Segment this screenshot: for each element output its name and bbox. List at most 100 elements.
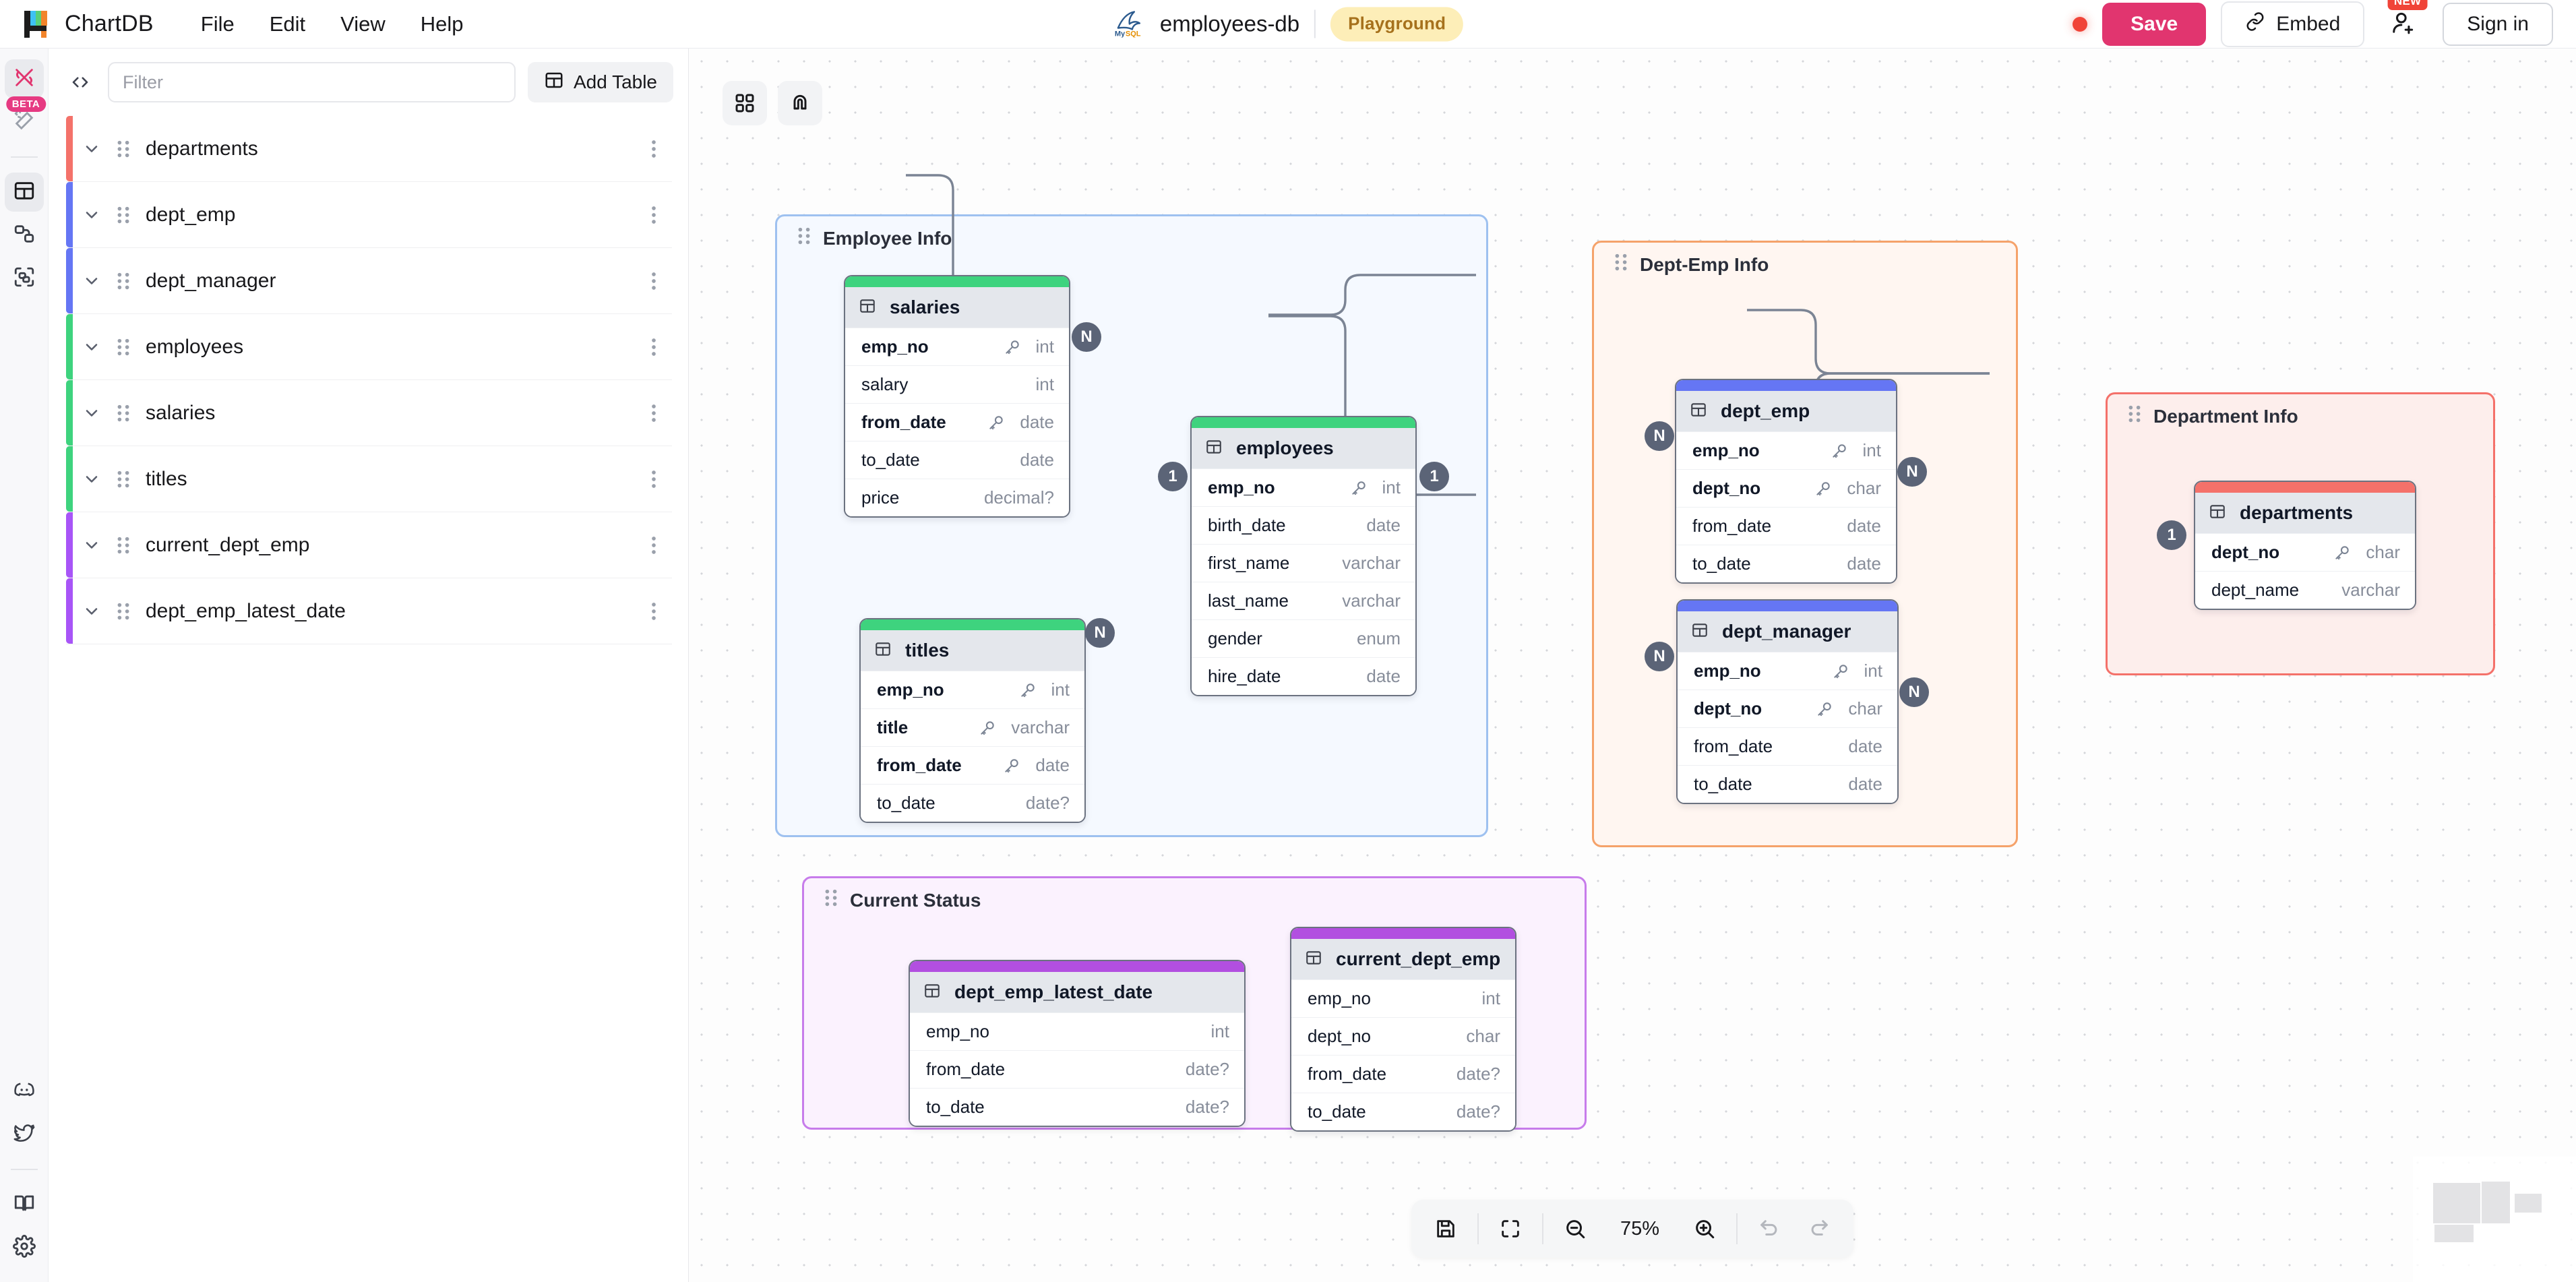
table-field-to_date[interactable]: to_date date bbox=[1678, 765, 1897, 803]
table-field-to_date[interactable]: to_date date? bbox=[861, 784, 1084, 822]
more-options-icon[interactable] bbox=[636, 535, 672, 555]
table-field-price[interactable]: price decimal? bbox=[845, 479, 1069, 516]
table-field-from_date[interactable]: from_date date bbox=[861, 746, 1084, 784]
more-options-icon[interactable] bbox=[636, 403, 672, 423]
layout-grid-icon[interactable] bbox=[723, 81, 767, 125]
menu-view[interactable]: View bbox=[340, 11, 386, 36]
menu-edit[interactable]: Edit bbox=[269, 11, 306, 36]
zoom-out-icon[interactable] bbox=[1550, 1207, 1600, 1251]
table-header[interactable]: current_dept_emp bbox=[1291, 939, 1515, 979]
table-field-emp_no[interactable]: emp_no int bbox=[1676, 431, 1896, 469]
more-options-icon[interactable] bbox=[636, 469, 672, 489]
sidebar-item-dept_manager[interactable]: dept_manager bbox=[66, 248, 672, 314]
undo-icon[interactable] bbox=[1744, 1207, 1794, 1251]
table-node-dept_manager[interactable]: dept_manager emp_no int dept_no char fro… bbox=[1676, 599, 1899, 804]
sidebar-item-employees[interactable]: employees bbox=[66, 314, 672, 380]
diagram-canvas[interactable]: Employee Info Dept-Emp Info Department I… bbox=[689, 49, 2576, 1282]
drag-handle-icon[interactable] bbox=[111, 337, 136, 357]
zoom-in-icon[interactable] bbox=[1680, 1207, 1729, 1251]
rail-item-twitter[interactable] bbox=[5, 1115, 44, 1154]
account-button[interactable]: NEW bbox=[2379, 0, 2428, 45]
drag-handle-icon[interactable] bbox=[111, 535, 136, 555]
drag-handle-icon[interactable] bbox=[1613, 252, 1629, 277]
drag-handle-icon[interactable] bbox=[2126, 404, 2143, 429]
table-field-from_date[interactable]: from_date date? bbox=[910, 1050, 1244, 1088]
more-options-icon[interactable] bbox=[636, 205, 672, 225]
menu-file[interactable]: File bbox=[200, 11, 235, 36]
filter-input[interactable] bbox=[108, 62, 516, 102]
table-field-emp_no[interactable]: emp_no int bbox=[910, 1012, 1244, 1050]
menu-help[interactable]: Help bbox=[420, 11, 464, 36]
sidebar-item-departments[interactable]: departments bbox=[66, 116, 672, 182]
table-field-birth_date[interactable]: birth_date date bbox=[1192, 506, 1415, 544]
add-table-button[interactable]: Add Table bbox=[527, 62, 673, 102]
drag-handle-icon[interactable] bbox=[111, 271, 136, 291]
table-field-to_date[interactable]: to_date date bbox=[1676, 545, 1896, 582]
chevron-down-icon[interactable] bbox=[73, 536, 111, 555]
chevron-down-icon[interactable] bbox=[73, 206, 111, 224]
chevron-down-icon[interactable] bbox=[73, 140, 111, 158]
table-field-emp_no[interactable]: emp_no int bbox=[1192, 468, 1415, 506]
table-field-title[interactable]: title varchar bbox=[861, 708, 1084, 746]
save-button[interactable]: Save bbox=[2102, 2, 2207, 46]
table-field-from_date[interactable]: from_date date? bbox=[1291, 1055, 1515, 1093]
table-field-to_date[interactable]: to_date date? bbox=[910, 1088, 1244, 1126]
chevron-down-icon[interactable] bbox=[73, 404, 111, 423]
more-options-icon[interactable] bbox=[636, 139, 672, 159]
table-field-dept_no[interactable]: dept_no char bbox=[2195, 533, 2415, 571]
redo-icon[interactable] bbox=[1794, 1207, 1844, 1251]
more-options-icon[interactable] bbox=[636, 601, 672, 621]
rail-item-relationships[interactable] bbox=[5, 216, 44, 255]
table-field-emp_no[interactable]: emp_no int bbox=[1291, 979, 1515, 1017]
table-field-emp_no[interactable]: emp_no int bbox=[845, 328, 1069, 365]
table-field-dept_no[interactable]: dept_no char bbox=[1678, 690, 1897, 727]
table-field-hire_date[interactable]: hire_date date bbox=[1192, 657, 1415, 695]
table-node-dept_emp[interactable]: dept_emp emp_no int dept_no char from_da… bbox=[1675, 379, 1897, 584]
table-field-to_date[interactable]: to_date date? bbox=[1291, 1093, 1515, 1130]
embed-button[interactable]: Embed bbox=[2221, 1, 2365, 47]
table-node-departments[interactable]: departments dept_no char dept_name varch… bbox=[2194, 481, 2416, 610]
sidebar-item-current_dept_emp[interactable]: current_dept_emp bbox=[66, 512, 672, 578]
floppy-save-icon[interactable] bbox=[1421, 1207, 1471, 1251]
table-node-salaries[interactable]: salaries emp_no int salary int from_date… bbox=[844, 275, 1070, 518]
drag-handle-icon[interactable] bbox=[796, 226, 812, 251]
table-field-dept_no[interactable]: dept_no char bbox=[1676, 469, 1896, 507]
drag-handle-icon[interactable] bbox=[111, 403, 136, 423]
table-header[interactable]: employees bbox=[1192, 428, 1415, 468]
chevron-down-icon[interactable] bbox=[73, 470, 111, 489]
fit-screen-icon[interactable] bbox=[1485, 1207, 1535, 1251]
rail-item-discord[interactable] bbox=[5, 1072, 44, 1111]
table-header[interactable]: salaries bbox=[845, 287, 1069, 328]
collapse-sidebar-button[interactable] bbox=[65, 67, 96, 98]
table-field-from_date[interactable]: from_date date bbox=[1678, 727, 1897, 765]
rail-item-docs[interactable] bbox=[5, 1185, 44, 1224]
table-field-from_date[interactable]: from_date date bbox=[1676, 507, 1896, 545]
table-node-titles[interactable]: titles emp_no int title varchar from_dat… bbox=[859, 618, 1086, 823]
drag-handle-icon[interactable] bbox=[823, 888, 839, 913]
drag-handle-icon[interactable] bbox=[111, 469, 136, 489]
table-header[interactable]: departments bbox=[2195, 493, 2415, 533]
table-field-to_date[interactable]: to_date date bbox=[845, 441, 1069, 479]
chevron-down-icon[interactable] bbox=[73, 338, 111, 357]
table-field-last_name[interactable]: last_name varchar bbox=[1192, 582, 1415, 619]
table-node-employees[interactable]: employees emp_no int birth_date date fir… bbox=[1190, 416, 1417, 696]
chevron-down-icon[interactable] bbox=[73, 602, 111, 621]
table-field-from_date[interactable]: from_date date bbox=[845, 403, 1069, 441]
table-node-dept_emp_latest_date[interactable]: dept_emp_latest_date emp_no int from_dat… bbox=[909, 960, 1246, 1127]
table-field-salary[interactable]: salary int bbox=[845, 365, 1069, 403]
table-field-dept_name[interactable]: dept_name varchar bbox=[2195, 571, 2415, 609]
table-field-first_name[interactable]: first_name varchar bbox=[1192, 544, 1415, 582]
table-field-emp_no[interactable]: emp_no int bbox=[1678, 652, 1897, 690]
table-field-gender[interactable]: gender enum bbox=[1192, 619, 1415, 657]
rail-item-ai-wand[interactable]: BETA bbox=[5, 96, 47, 142]
magnet-snap-icon[interactable] bbox=[778, 81, 822, 125]
more-options-icon[interactable] bbox=[636, 337, 672, 357]
rail-item-diagrams[interactable] bbox=[4, 59, 44, 98]
drag-handle-icon[interactable] bbox=[111, 601, 136, 621]
sidebar-item-dept_emp_latest_date[interactable]: dept_emp_latest_date bbox=[66, 578, 672, 644]
chevron-down-icon[interactable] bbox=[73, 272, 111, 291]
sign-in-button[interactable]: Sign in bbox=[2443, 2, 2553, 46]
rail-item-areas[interactable] bbox=[5, 259, 44, 298]
drag-handle-icon[interactable] bbox=[111, 139, 136, 159]
table-field-emp_no[interactable]: emp_no int bbox=[861, 671, 1084, 708]
